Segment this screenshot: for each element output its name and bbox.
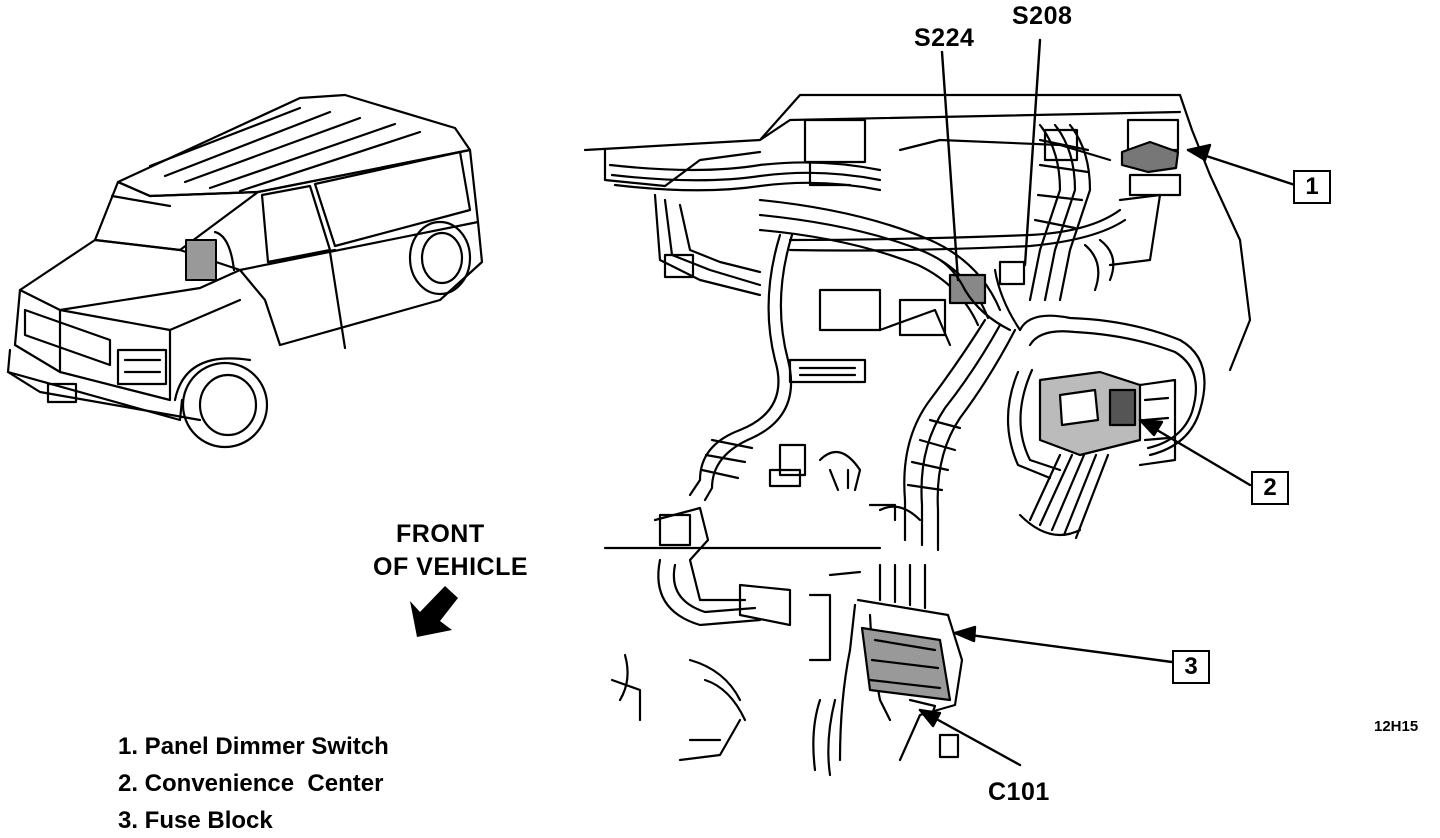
callout-2: 2 — [1251, 471, 1289, 505]
van-illustration — [6, 93, 484, 449]
front-arrow-icon — [410, 586, 458, 637]
label-s224: S224 — [914, 24, 975, 52]
callout-3: 3 — [1172, 650, 1210, 684]
callout-1: 1 — [1293, 170, 1331, 204]
leader-lines — [918, 38, 1297, 767]
legend-item-1: 1. Panel Dimmer Switch — [118, 733, 389, 760]
dash-wiring-assembly — [583, 93, 1252, 777]
label-of-vehicle: OF VEHICLE — [373, 553, 529, 581]
legend-item-3: 3. Fuse Block — [118, 807, 273, 834]
figure-code: 12H15 — [1374, 718, 1419, 735]
label-front: FRONT — [396, 520, 485, 548]
label-c101: C101 — [988, 778, 1050, 806]
legend-item-2: 2. Convenience Center — [118, 770, 384, 797]
label-s208: S208 — [1012, 2, 1073, 30]
